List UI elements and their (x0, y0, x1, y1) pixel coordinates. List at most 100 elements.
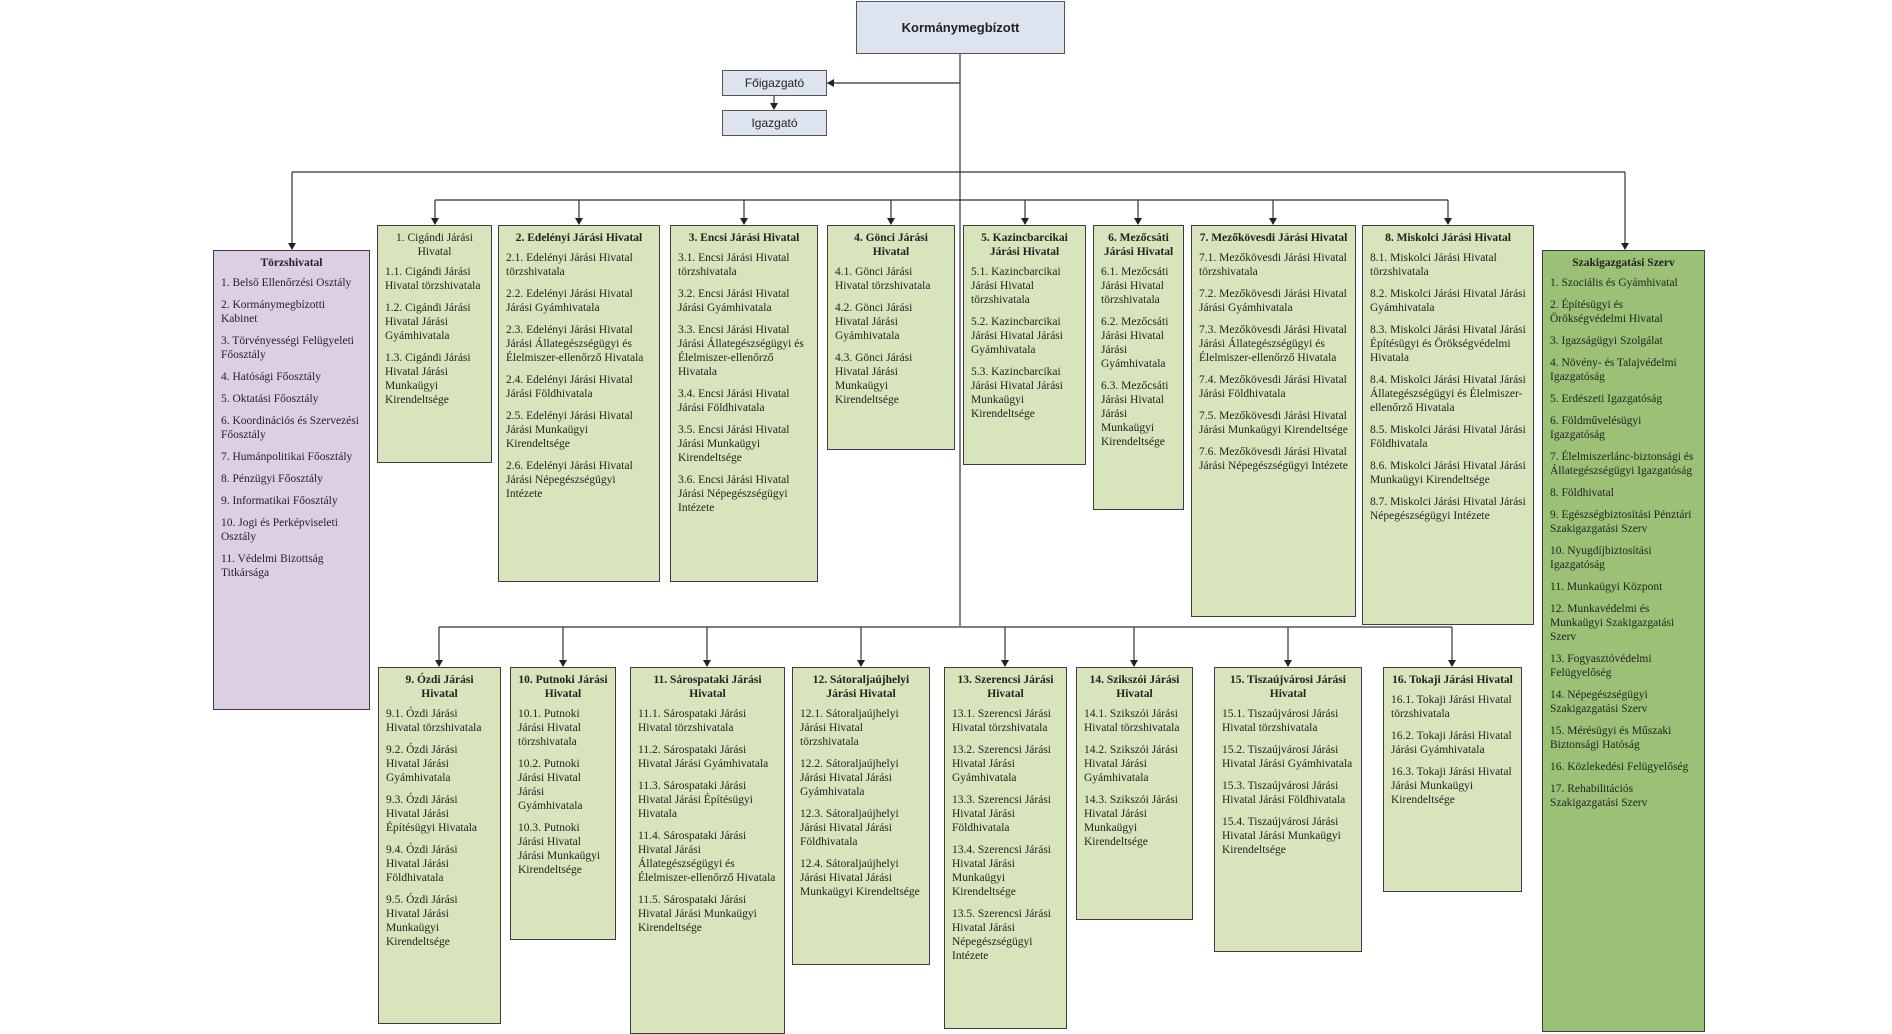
unit-item: 7.4. Mezőkövesdi Járási Hivatal Járási F… (1199, 374, 1347, 401)
jarasi-hivatal-5: 5. Kazincbarcikai Járási Hivatal 5.1. Ka… (963, 225, 1086, 465)
office-items: 11.1. Sárospataki Járási Hivatal törzshi… (638, 707, 777, 935)
unit-item: 9. Egészségbiztosítási Pénztári Szakigaz… (1550, 509, 1692, 536)
unit-item: 12.4. Sátoraljaújhelyi Járási Hivatal Já… (800, 858, 920, 899)
office-items: 10.1. Putnoki Járási Hivatal törzshivata… (518, 707, 608, 877)
office-title: 15. Tiszaújvárosi Járási Hivatal (1230, 674, 1346, 701)
office-items: 5.1. Kazincbarcikai Járási Hivatal törzs… (971, 265, 1078, 421)
jarasi-hivatal-12: 12. Sátoraljaújhelyi Járási Hivatal 12.1… (792, 667, 930, 965)
torzshivatal-arrow (288, 243, 296, 250)
unit-item: 9.2. Ózdi Járási Hivatal Járási Gyámhiva… (386, 744, 458, 785)
row1-arrow (1021, 218, 1029, 225)
unit-item: 8.2. Miskolci Járási Hivatal Járási Gyám… (1370, 288, 1526, 315)
row2-arrow (1001, 660, 1009, 667)
unit-item: 3.3. Encsi Járási Hivatal Járási Állateg… (678, 324, 804, 379)
unit-item: 11.1. Sárospataki Járási Hivatal törzshi… (638, 708, 747, 735)
unit-item: 4.3. Gönci Járási Hivatal Járási Munkaüg… (835, 352, 913, 407)
szakigazgatasi-szerv-box: Szakigazgatási Szerv 1. Szociális és Gyá… (1542, 250, 1705, 1032)
office-items: 14.1. Szikszói Járási Hivatal törzshivat… (1084, 707, 1185, 849)
unit-item: 11.3. Sárospataki Járási Hivatal Járási … (638, 780, 753, 821)
office-title: 6. Mezőcsáti Járási Hivatal (1103, 232, 1174, 259)
unit-item: 16.3. Tokaji Járási Hivatal Járási Munka… (1391, 766, 1512, 807)
row1-arrow (887, 218, 895, 225)
igazgato-arrow (770, 103, 778, 110)
row2-arrow (1284, 660, 1292, 667)
unit-item: 2.3. Edelényi Járási Hivatal Járási Álla… (506, 324, 644, 365)
unit-item: 16.1. Tokaji Járási Hivatal törzshivatal… (1391, 694, 1512, 721)
unit-item: 5. Erdészeti Igazgatóság (1550, 393, 1663, 406)
unit-item: 12.1. Sátoraljaújhelyi Járási Hivatal tö… (800, 708, 899, 749)
unit-item: 12.2. Sátoraljaújhelyi Járási Hivatal Já… (800, 758, 899, 799)
unit-item: 10. Jogi és Perképviseleti Osztály (221, 517, 338, 544)
office-items: 1.1. Cigándi Járási Hivatal törzshivatal… (385, 265, 484, 407)
szakigazgatasi-title: Szakigazgatási Szerv (1572, 257, 1675, 269)
unit-item: 2.6. Edelényi Járási Hivatal Járási Népe… (506, 460, 633, 501)
unit-item: 13.3. Szerencsi Járási Hivatal Járási Fö… (952, 794, 1051, 835)
row1-arrow (1444, 218, 1452, 225)
office-title: 9. Ózdi Járási Hivatal (405, 674, 474, 701)
unit-item: 15.1. Tiszaújvárosi Járási Hivatal törzs… (1222, 708, 1339, 735)
row2-arrow (559, 660, 567, 667)
office-title: 13. Szerencsi Járási Hivatal (957, 674, 1054, 701)
unit-item: 7.5. Mezőkövesdi Járási Hivatal Járási M… (1199, 410, 1348, 437)
unit-item: 5.3. Kazincbarcikai Járási Hivatal Járás… (971, 366, 1063, 421)
office-items: 16.1. Tokaji Járási Hivatal törzshivatal… (1391, 693, 1514, 807)
unit-item: 13.2. Szerencsi Járási Hivatal Járási Gy… (952, 744, 1051, 785)
office-title: 10. Putnoki Járási Hivatal (518, 674, 608, 701)
office-title: 11. Sárospataki Járási Hivatal (653, 674, 762, 701)
row2-arrow (1130, 660, 1138, 667)
unit-item: 1.3. Cigándi Járási Hivatal Járási Munka… (385, 352, 471, 407)
unit-item: 7.6. Mezőkövesdi Járási Hivatal Járási N… (1199, 446, 1348, 473)
unit-item: 8.1. Miskolci Járási Hivatal törzshivata… (1370, 252, 1497, 279)
szakigazgatasi-items: 1. Szociális és Gyámhivatal 2. Építésügyi… (1550, 276, 1697, 810)
unit-item: 17. Rehabilitációs Szakigazgatási Szerv (1550, 783, 1648, 810)
unit-item: 13. Fogyasztóvédelmi Felügyelőség (1550, 653, 1652, 680)
jarasi-hivatal-11: 11. Sárospataki Járási Hivatal 11.1. Sár… (630, 667, 785, 1034)
unit-item: 11.5. Sárospataki Járási Hivatal Járási … (638, 894, 757, 935)
unit-item: 1. Szociális és Gyámhivatal (1550, 277, 1678, 290)
unit-item: 3.2. Encsi Járási Hivatal Járási Gyámhiv… (678, 288, 790, 315)
unit-item: 4.2. Gönci Járási Hivatal Járási Gyámhiv… (835, 302, 913, 343)
jarasi-hivatal-3: 3. Encsi Járási Hivatal 3.1. Encsi Járás… (670, 225, 818, 582)
igazgato-box: Igazgató (722, 110, 827, 136)
unit-item: 12.3. Sátoraljaújhelyi Járási Hivatal Já… (800, 808, 899, 849)
unit-item: 8. Pénzügyi Főosztály (221, 473, 323, 486)
office-title: 3. Encsi Járási Hivatal (688, 232, 800, 244)
office-items: 7.1. Mezőkövesdi Járási Hivatal törzshiv… (1199, 251, 1348, 473)
office-title: 2. Edelényi Járási Hivatal (515, 232, 643, 244)
unit-item: 11.2. Sárospataki Járási Hivatal Járási … (638, 744, 769, 771)
unit-item: 5.1. Kazincbarcikai Járási Hivatal törzs… (971, 266, 1061, 307)
row2-arrow (857, 660, 865, 667)
unit-item: 8.3. Miskolci Járási Hivatal Járási Épít… (1370, 324, 1526, 365)
jarasi-hivatal-4: 4. Gönci Járási Hivatal 4.1. Gönci Járás… (827, 225, 955, 450)
unit-item: 8.5. Miskolci Járási Hivatal Járási Föld… (1370, 424, 1526, 451)
torzshivatal-box: Törzshivatal 1. Belső Ellenőrzési Osztál… (213, 250, 370, 710)
unit-item: 14. Népegészségügyi Szakigazgatási Szerv (1550, 689, 1648, 716)
unit-item: 1.2. Cigándi Járási Hivatal Járási Gyámh… (385, 302, 471, 343)
unit-item: 4. Növény- és Talajvédelmi Igazgatóság (1550, 357, 1677, 384)
row1-arrow (740, 218, 748, 225)
unit-item: 9.4. Ózdi Járási Hivatal Járási Földhiva… (386, 844, 458, 885)
unit-item: 11. Munkaügyi Központ (1550, 581, 1663, 594)
unit-item: 3. Igazságügyi Szolgálat (1550, 335, 1663, 348)
unit-item: 7. Élelmiszerlánc-biztonsági és Állategé… (1550, 451, 1694, 478)
unit-item: 12. Munkavédelmi és Munkaügyi Szakigazga… (1550, 603, 1675, 644)
unit-item: 2.4. Edelényi Járási Hivatal Járási Föld… (506, 374, 633, 401)
jarasi-hivatal-10: 10. Putnoki Járási Hivatal 10.1. Putnoki… (510, 667, 616, 940)
unit-item: 3.1. Encsi Járási Hivatal törzshivatala (678, 252, 790, 279)
unit-item: 13.4. Szerencsi Járási Hivatal Járási Mu… (952, 844, 1051, 899)
unit-item: 10.3. Putnoki Járási Hivatal Járási Munk… (518, 822, 601, 877)
unit-item: 10.2. Putnoki Járási Hivatal Járási Gyám… (518, 758, 583, 813)
row1-arrow (1269, 218, 1277, 225)
unit-item: 13.1. Szerencsi Járási Hivatal törzshiva… (952, 708, 1051, 735)
office-items: 15.1. Tiszaújvárosi Járási Hivatal törzs… (1222, 707, 1354, 857)
unit-item: 2. Kormánymegbízotti Kabinet (221, 299, 326, 326)
unit-item: 3.5. Encsi Járási Hivatal Járási Munkaüg… (678, 424, 790, 465)
unit-item: 16. Közlekedési Felügyelőség (1550, 761, 1689, 774)
office-items: 6.1. Mezőcsáti Járási Hivatal törzshivat… (1101, 265, 1176, 449)
unit-item: 2. Építésügyi és Örökségvédelmi Hivatal (1550, 299, 1663, 326)
unit-item: 2.2. Edelényi Járási Hivatal Járási Gyám… (506, 288, 633, 315)
office-items: 8.1. Miskolci Járási Hivatal törzshivata… (1370, 251, 1526, 523)
